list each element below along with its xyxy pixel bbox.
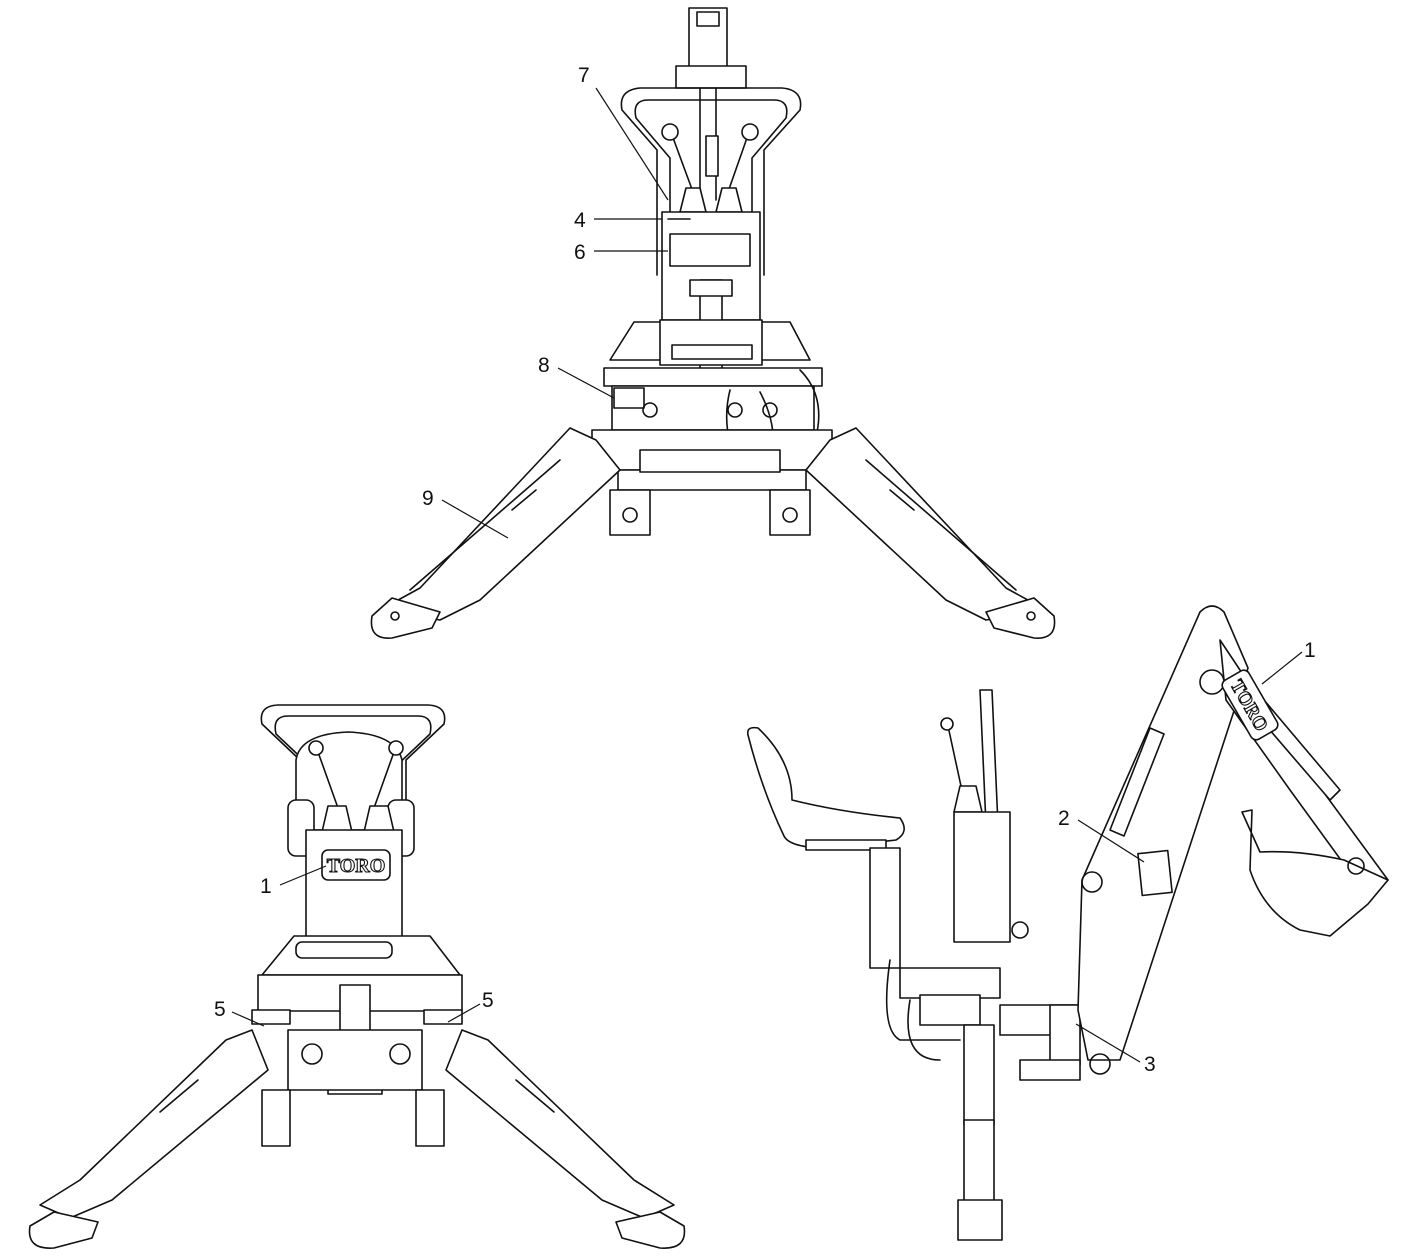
leader-1-side [1261,651,1303,685]
callout-1-front: 1 [260,875,272,898]
callout-8: 8 [538,354,550,377]
callout-3: 3 [1144,1053,1156,1076]
leader-1-front [279,865,327,886]
leader-3 [1075,1023,1141,1063]
callout-4: 4 [574,209,586,232]
front-view-illustration: TORO [28,704,686,1249]
callout-6: 6 [574,241,586,264]
leader-5-left [231,1011,265,1027]
logo-text-front: TORO [327,855,386,877]
side-view-illustration: TORO [746,605,1389,1241]
leader-7 [595,87,669,201]
toro-logo-front [321,849,391,881]
rear-view-illustration [370,7,1056,639]
leader-8 [557,367,615,399]
callout-2: 2 [1058,807,1070,830]
leader-5-right [447,1003,481,1023]
callouts: 7 4 6 8 9 1 5 5 1 2 3 [214,64,1316,1076]
callout-1-side: 1 [1304,639,1316,662]
callout-5-left: 5 [214,998,226,1021]
leader-2 [1077,819,1145,863]
callout-5-right: 5 [482,989,494,1012]
callout-9: 9 [422,487,434,510]
leader-9 [441,499,509,539]
callout-7: 7 [578,64,590,87]
